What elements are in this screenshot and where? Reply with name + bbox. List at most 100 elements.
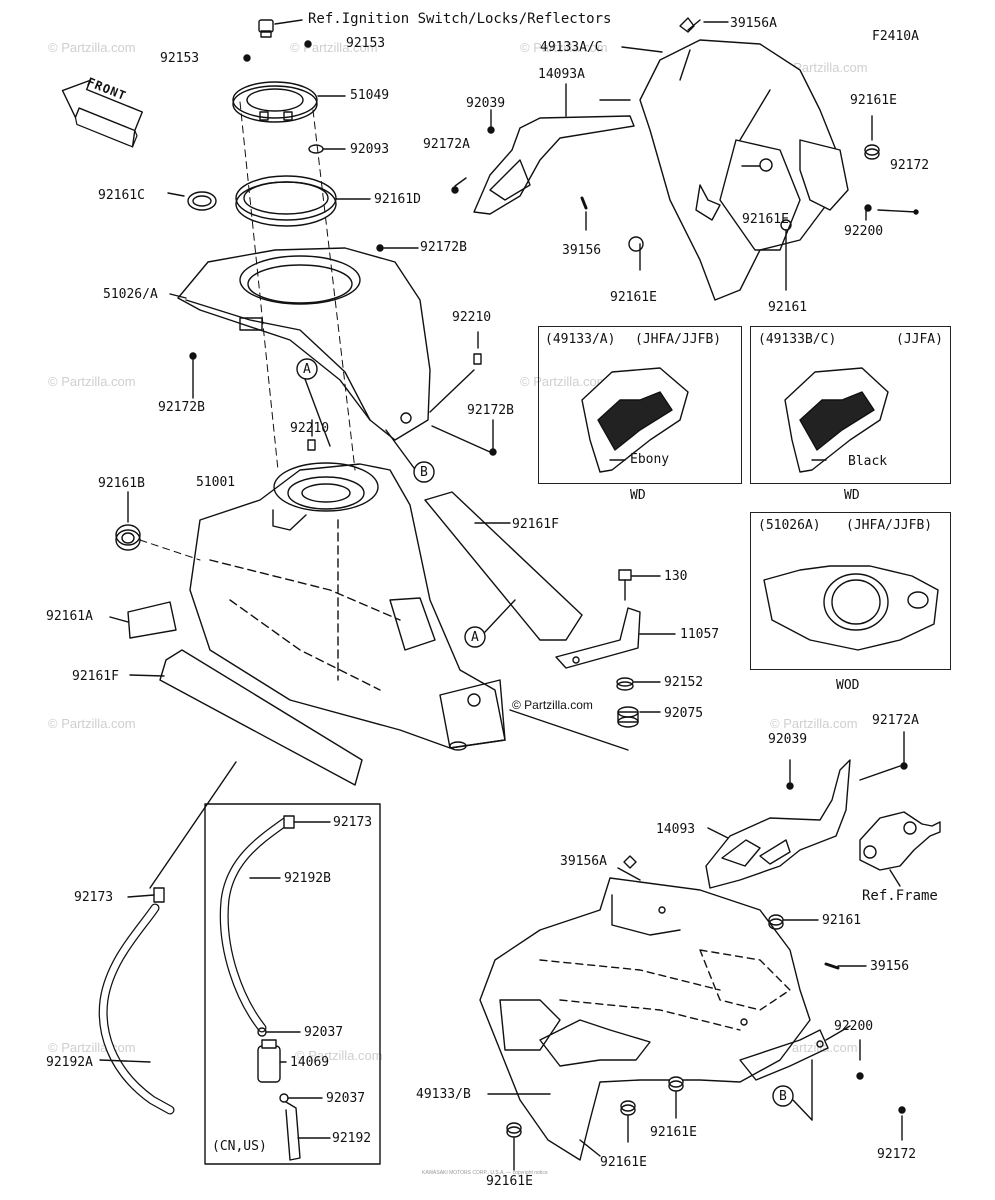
part-label[interactable]: 14093A — [538, 67, 585, 82]
part-label[interactable]: 92172 — [890, 158, 930, 173]
pad-part — [424, 491, 583, 641]
watermark: © Partzilla.com — [48, 374, 136, 389]
cowl-part — [621, 17, 849, 301]
part-label[interactable]: 92210 — [290, 421, 330, 436]
inset-panel-49133bc — [750, 326, 951, 484]
callout-letter: A — [471, 630, 479, 645]
inset-finish-label: WD — [630, 488, 646, 503]
part-label[interactable]: 92161C — [98, 188, 145, 203]
footnote: KAWASAKI MOTORS CORP., U.S.A. — copyrigh… — [422, 1170, 548, 1176]
inset-title-models: (JHFA/JJFB) — [635, 332, 722, 347]
part-label[interactable]: 92161 — [768, 300, 808, 315]
grommet-part — [115, 491, 141, 551]
part-label[interactable]: 39156 — [870, 959, 910, 974]
part-label[interactable]: 92200 — [834, 1019, 874, 1034]
part-label[interactable]: 39156A — [560, 854, 607, 869]
inset-title-code: (49133/A) — [545, 332, 616, 347]
part-label[interactable]: 92093 — [350, 142, 390, 157]
part-label[interactable]: 92172B — [158, 400, 205, 415]
part-label[interactable]: 92161D — [374, 192, 421, 207]
part-label[interactable]: 92172A — [872, 713, 919, 728]
part-label[interactable]: 14069 — [290, 1055, 330, 1070]
part-label[interactable]: 92172B — [420, 240, 467, 255]
part-label[interactable]: 92172A — [423, 137, 470, 152]
part-label[interactable]: 92210 — [452, 310, 492, 325]
callout-letter: A — [303, 362, 311, 377]
part-label[interactable]: 51026/A — [103, 287, 158, 302]
grommet-part — [506, 1076, 684, 1171]
part-label[interactable]: 92037 — [326, 1091, 366, 1106]
inset-cowl-ebony-drawing — [581, 367, 689, 473]
o-ring-part — [308, 144, 324, 154]
part-label[interactable]: 92152 — [664, 675, 704, 690]
callout-b — [413, 461, 435, 483]
part-label[interactable]: 92161E — [486, 1174, 533, 1189]
damper-part — [509, 677, 661, 751]
watermark: © Partzilla.com — [520, 374, 608, 389]
callout-a — [464, 626, 486, 648]
grommet-part — [864, 115, 919, 215]
fuel-tank-part — [189, 462, 506, 751]
front-arrow-icon — [61, 79, 143, 148]
part-label[interactable]: 130 — [664, 569, 688, 584]
part-label[interactable]: 39156A — [730, 16, 777, 31]
tank-cover-part — [169, 247, 431, 441]
inset-title-models: (JJFA) — [896, 332, 943, 347]
callout-a — [296, 358, 318, 380]
part-label[interactable]: 92075 — [664, 706, 704, 721]
ref-ignition-label[interactable]: Ref.Ignition Switch/Locks/Reflectors — [308, 11, 612, 27]
part-label[interactable]: 92173 — [333, 815, 373, 830]
part-label[interactable]: 92161E — [650, 1125, 697, 1140]
grommet-part — [187, 191, 217, 211]
part-label[interactable]: 92161E — [610, 290, 657, 305]
inset-title-code: (49133B/C) — [758, 332, 837, 347]
part-label[interactable]: 14093 — [656, 822, 696, 837]
panel-part — [473, 83, 635, 215]
part-label[interactable]: 92192A — [46, 1055, 93, 1070]
part-label[interactable]: 92172B — [467, 403, 514, 418]
pad-part — [159, 649, 363, 786]
part-label[interactable]: 51049 — [350, 88, 390, 103]
callout-letter: B — [420, 465, 428, 480]
part-label[interactable]: 92161B — [98, 476, 145, 491]
part-label[interactable]: 92161F — [512, 517, 559, 532]
part-label[interactable]: 11057 — [680, 627, 720, 642]
inset-tank-cover-drawing — [763, 565, 939, 651]
hose-part — [219, 815, 331, 1161]
part-label[interactable]: 92161E — [600, 1155, 647, 1170]
part-label[interactable]: 92153 — [346, 36, 386, 51]
part-label[interactable]: 92161 — [822, 913, 862, 928]
part-label[interactable]: 92192B — [284, 871, 331, 886]
part-label[interactable]: 92153 — [160, 51, 200, 66]
part-label[interactable]: 39156 — [562, 243, 602, 258]
inset-color-label: Black — [848, 454, 888, 469]
inset-panel-49133a — [538, 326, 742, 484]
part-label[interactable]: 92192 — [332, 1131, 372, 1146]
filler-cap-part — [232, 40, 346, 123]
part-label[interactable]: 92039 — [466, 96, 506, 111]
part-label[interactable]: 92200 — [844, 224, 884, 239]
part-label[interactable]: 49133/B — [416, 1087, 471, 1102]
part-label[interactable]: 49133A/C — [540, 40, 603, 55]
part-label[interactable]: 92161F — [72, 669, 119, 684]
watermark: © Partzilla.com — [520, 40, 608, 55]
callout-letter: B — [779, 1089, 787, 1104]
bracket-part — [555, 569, 676, 669]
part-label[interactable]: 92161A — [46, 609, 93, 624]
part-label[interactable]: 92161E — [850, 93, 897, 108]
part-label[interactable]: 51001 — [196, 475, 236, 490]
callout-b — [772, 1085, 794, 1107]
part-label[interactable]: 92161E — [742, 212, 789, 227]
part-label[interactable]: 92172 — [877, 1147, 917, 1162]
frame-bracket-part — [859, 811, 941, 887]
part-label[interactable]: 92037 — [304, 1025, 344, 1040]
ref-frame-label[interactable]: Ref.Frame — [862, 888, 938, 904]
part-label[interactable]: 92173 — [74, 890, 114, 905]
hose-box-note: (CN,US) — [212, 1139, 267, 1154]
inset-finish-label: WD — [844, 488, 860, 503]
watermark: © Partzilla.com — [48, 40, 136, 55]
bolt-icon — [258, 19, 303, 38]
part-label[interactable]: 92039 — [768, 732, 808, 747]
gasket-part — [235, 175, 337, 221]
